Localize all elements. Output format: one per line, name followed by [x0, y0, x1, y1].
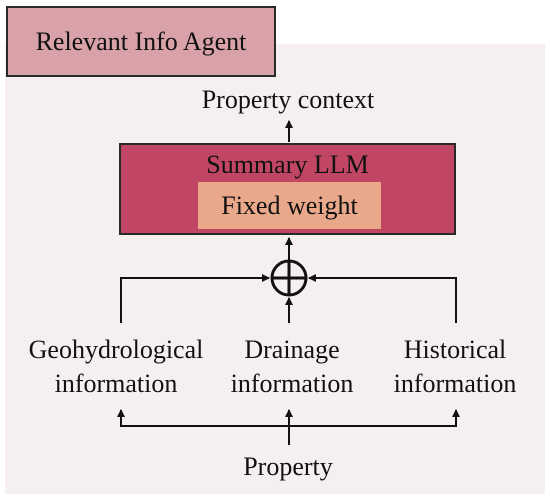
fixed-weight-box: Fixed weight — [198, 182, 381, 229]
wire-historical-to-sum — [308, 274, 457, 323]
agent-title: Relevant Info Agent — [35, 26, 247, 56]
input-drainage: Drainage information — [222, 333, 362, 401]
summary-llm-box: Summary LLM Fixed weight — [119, 143, 456, 235]
input-drainage-line2: information — [230, 369, 354, 398]
wire-geo-to-sum — [120, 274, 270, 323]
output-label: Property context — [201, 85, 375, 114]
input-drainage-line1: Drainage — [244, 335, 340, 364]
source-property-label: Property — [243, 452, 333, 481]
input-geohydrological-line1: Geohydrological — [28, 335, 204, 364]
input-geohydrological: Geohydrological information — [10, 333, 222, 401]
input-historical-line2: information — [393, 369, 517, 398]
input-geohydrological-line2: information — [54, 369, 178, 398]
sum-junction-icon — [270, 259, 308, 297]
fixed-weight-label: Fixed weight — [221, 190, 358, 220]
input-historical-line1: Historical — [403, 335, 507, 364]
input-historical: Historical information — [382, 333, 528, 401]
agent-title-box: Relevant Info Agent — [6, 6, 276, 77]
summary-llm-title: Summary LLM — [206, 150, 369, 179]
